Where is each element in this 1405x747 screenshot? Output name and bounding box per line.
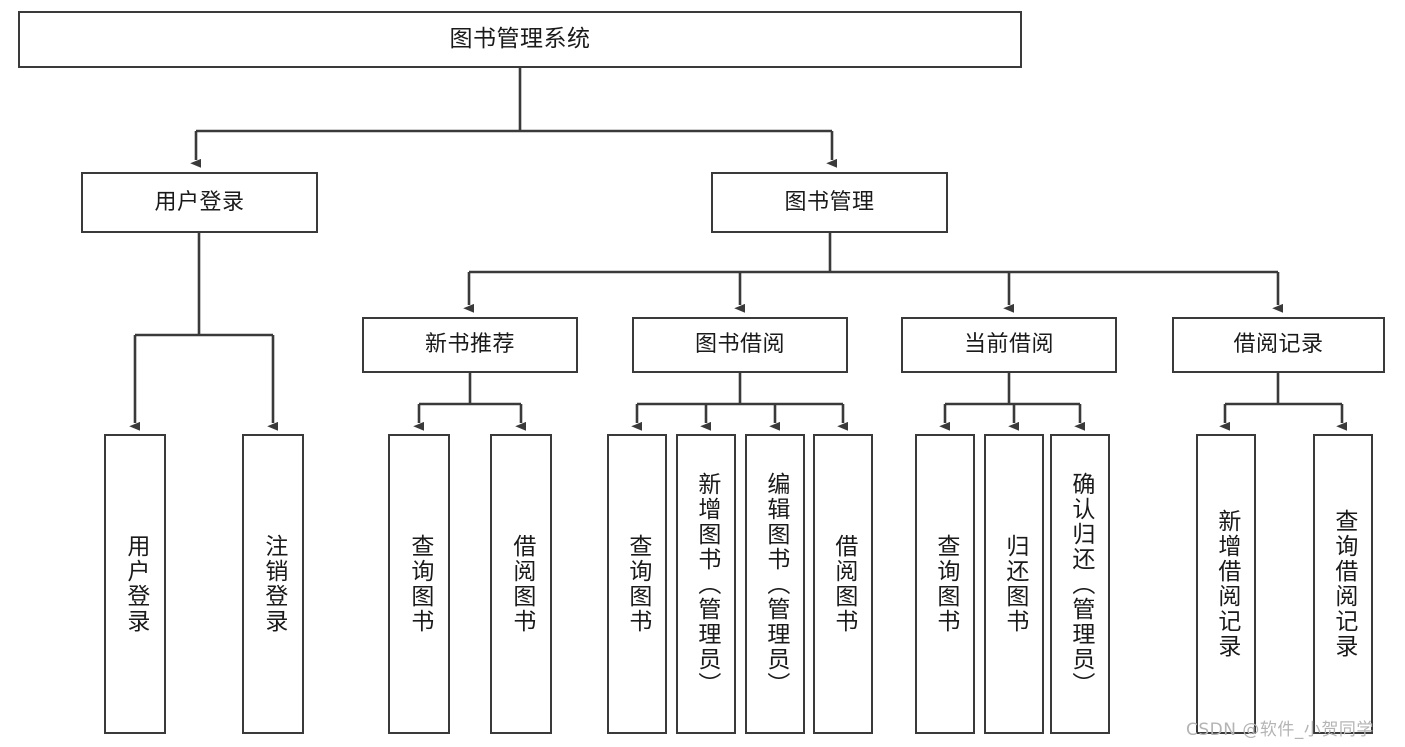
- node-user-login[interactable]: 用户登录: [81, 172, 318, 233]
- leaf-user-login[interactable]: 用户登录: [104, 434, 166, 734]
- leaf-borrow-add-book-admin[interactable]: 新增图书（管理员）: [676, 434, 736, 734]
- node-label: 编辑图书（管理员）: [762, 471, 789, 697]
- leaf-current-return-book[interactable]: 归还图书: [984, 434, 1044, 734]
- node-root-system[interactable]: 图书管理系统: [18, 11, 1022, 68]
- node-book-management[interactable]: 图书管理: [711, 172, 948, 233]
- node-label: 归还图书: [1001, 534, 1028, 634]
- node-book-borrow[interactable]: 图书借阅: [632, 317, 848, 373]
- node-label: 查询图书: [406, 534, 433, 634]
- node-label: 确认归还（管理员）: [1067, 471, 1094, 697]
- leaf-logout[interactable]: 注销登录: [242, 434, 304, 734]
- watermark-text: CSDN @软件_小贺同学: [1186, 720, 1374, 740]
- node-label: 新增借阅记录: [1213, 509, 1240, 659]
- node-label: 借阅图书: [830, 534, 857, 634]
- node-label: 图书管理系统: [449, 25, 591, 52]
- node-label: 图书借阅: [694, 332, 785, 358]
- leaf-current-confirm-return-admin[interactable]: 确认归还（管理员）: [1050, 434, 1110, 734]
- leaf-borrow-edit-book-admin[interactable]: 编辑图书（管理员）: [745, 434, 805, 734]
- leaf-records-add-record[interactable]: 新增借阅记录: [1196, 434, 1256, 734]
- node-label: 图书管理: [784, 189, 875, 215]
- leaf-records-query-record[interactable]: 查询借阅记录: [1313, 434, 1373, 734]
- node-label: 新增图书（管理员）: [693, 471, 720, 697]
- node-label: 当前借阅: [963, 332, 1054, 358]
- node-label: 注销登录: [260, 534, 287, 634]
- node-label: 查询图书: [932, 534, 959, 634]
- node-label: 借阅记录: [1233, 332, 1324, 358]
- leaf-borrow-borrow-book[interactable]: 借阅图书: [813, 434, 873, 734]
- node-label: 新书推荐: [424, 332, 515, 358]
- leaf-recommend-borrow-book[interactable]: 借阅图书: [490, 434, 552, 734]
- node-label: 用户登录: [122, 534, 149, 634]
- leaf-borrow-query-book[interactable]: 查询图书: [607, 434, 667, 734]
- node-label: 借阅图书: [508, 534, 535, 634]
- node-new-book-recommend[interactable]: 新书推荐: [362, 317, 578, 373]
- node-label: 查询借阅记录: [1330, 509, 1357, 659]
- leaf-recommend-query-book[interactable]: 查询图书: [388, 434, 450, 734]
- node-label: 用户登录: [154, 189, 245, 215]
- node-label: 查询图书: [624, 534, 651, 634]
- node-current-borrow[interactable]: 当前借阅: [901, 317, 1117, 373]
- leaf-current-query-book[interactable]: 查询图书: [915, 434, 975, 734]
- node-borrow-records[interactable]: 借阅记录: [1172, 317, 1385, 373]
